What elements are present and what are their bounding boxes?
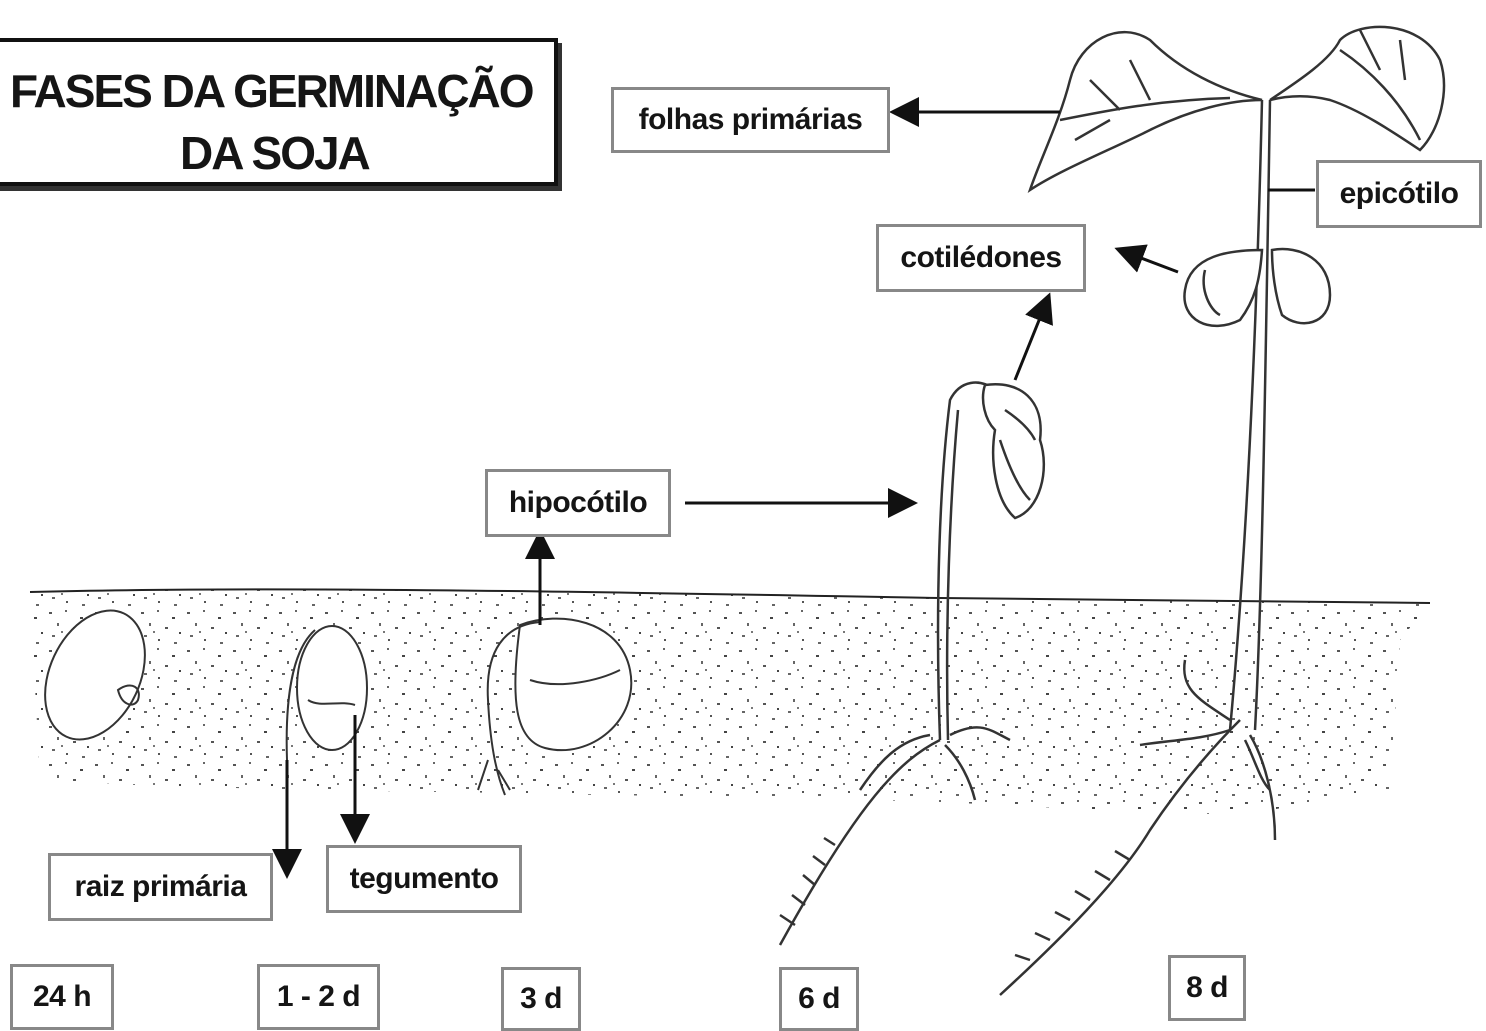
label-raiz-primaria: raiz primária xyxy=(48,853,273,921)
label-cotiledones: cotilédones xyxy=(876,224,1086,292)
stage-label-3d: 3 d xyxy=(501,967,581,1031)
arrow-cotiledones-8d xyxy=(1120,250,1178,272)
label-tegumento: tegumento xyxy=(326,845,522,913)
stage-label-24h: 24 h xyxy=(10,964,114,1030)
soil xyxy=(30,589,1430,815)
label-hipocotilo: hipocótilo xyxy=(485,469,671,537)
arrow-cotiledones-6d xyxy=(1015,298,1048,380)
stage-label-8d: 8 d xyxy=(1168,955,1246,1021)
stage-label-1-2d: 1 - 2 d xyxy=(257,964,380,1030)
stage-label-6d: 6 d xyxy=(779,967,859,1031)
title-line-2: DA SOJA xyxy=(180,126,369,180)
diagram-title: FASES DA GERMINAÇÃO DA SOJA xyxy=(0,38,558,186)
label-epicotilo: epicótilo xyxy=(1316,160,1482,228)
label-folhas-primarias: folhas primárias xyxy=(611,87,890,153)
title-line-1: FASES DA GERMINAÇÃO xyxy=(10,64,533,118)
